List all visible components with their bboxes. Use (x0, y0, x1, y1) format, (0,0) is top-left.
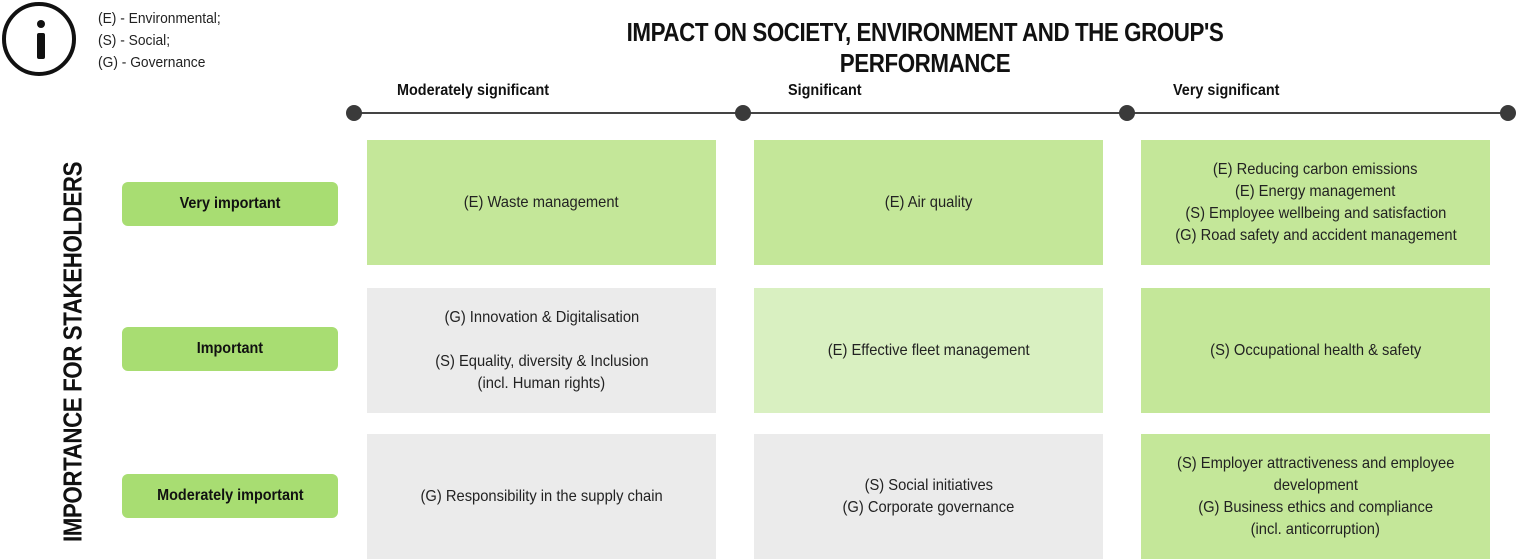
column-header-very-significant: Very significant (1173, 82, 1280, 99)
row-label-important: Important (122, 327, 338, 371)
topic-line: (E) Waste management (464, 193, 619, 211)
topic-line: (S) Employee wellbeing and satisfaction (1184, 204, 1446, 222)
row-label-text: Important (196, 340, 264, 357)
topic-line: (E) Air quality (884, 193, 973, 211)
topic-line: (G) Business ethics and compliance (1198, 498, 1433, 516)
topic-line: (G) Innovation & Digitalisation (444, 308, 639, 326)
topic-line: (G) Road safety and accident management (1174, 226, 1457, 244)
topic-line: (E) Effective fleet management (827, 341, 1030, 359)
legend: (E) - Environmental; (S) - Social; (G) -… (98, 8, 231, 74)
topic-line: (G) Responsibility in the supply chain (420, 487, 663, 505)
matrix-cell: (E) Effective fleet management (754, 288, 1103, 413)
matrix-cell: (G) Innovation & Digitalisation (S) Equal… (367, 288, 716, 413)
topic-line: (E) Reducing carbon emissions (1213, 160, 1418, 178)
row-label-text: Very important (179, 195, 281, 212)
topic-line: (S) Occupational health & safety (1209, 341, 1422, 359)
matrix-cell: (E) Waste management (367, 140, 716, 265)
axis-dot (1500, 105, 1516, 121)
matrix-cell: (E) Air quality (754, 140, 1103, 265)
legend-item-social: (S) - Social; (98, 32, 171, 49)
topic-line: development (1273, 476, 1358, 494)
matrix-cell: (S) Employer attractiveness and employee… (1141, 434, 1490, 559)
matrix-cell: (S) Social initiatives (G) Corporate gove… (754, 434, 1103, 559)
row-label-text: Moderately important (156, 487, 304, 504)
topic-line: (S) Social initiatives (864, 476, 993, 494)
column-header-significant: Significant (788, 82, 862, 99)
axis-dot (735, 105, 751, 121)
y-axis-title-text: IMPORTANCE FOR STAKEHOLDERS (57, 161, 88, 543)
matrix-cell: (E) Reducing carbon emissions (E) Energy … (1141, 140, 1490, 265)
topic-line: (E) Energy management (1235, 182, 1396, 200)
page-title: IMPACT ON SOCIETY, ENVIRONMENT AND THE G… (626, 17, 1224, 78)
topic-line: (incl. Human rights) (477, 374, 606, 392)
matrix-cell: (S) Occupational health & safety (1141, 288, 1490, 413)
row-label-very-important: Very important (122, 182, 338, 226)
axis-dot (346, 105, 362, 121)
row-label-moderately-important: Moderately important (122, 474, 338, 518)
topic-line: (incl. anticorruption) (1250, 520, 1381, 538)
topic-line: (G) Corporate governance (842, 498, 1015, 516)
topic-line: (S) Employer attractiveness and employee (1176, 454, 1455, 472)
legend-item-environmental: (E) - Environmental; (98, 10, 221, 27)
x-axis-line (354, 112, 1508, 114)
column-header-moderately-significant: Moderately significant (397, 82, 550, 99)
matrix-cell: (G) Responsibility in the supply chain (367, 434, 716, 559)
topic-line: (S) Equality, diversity & Inclusion (434, 352, 649, 370)
legend-item-governance: (G) - Governance (98, 54, 206, 71)
info-icon (2, 2, 76, 76)
axis-dot (1119, 105, 1135, 121)
